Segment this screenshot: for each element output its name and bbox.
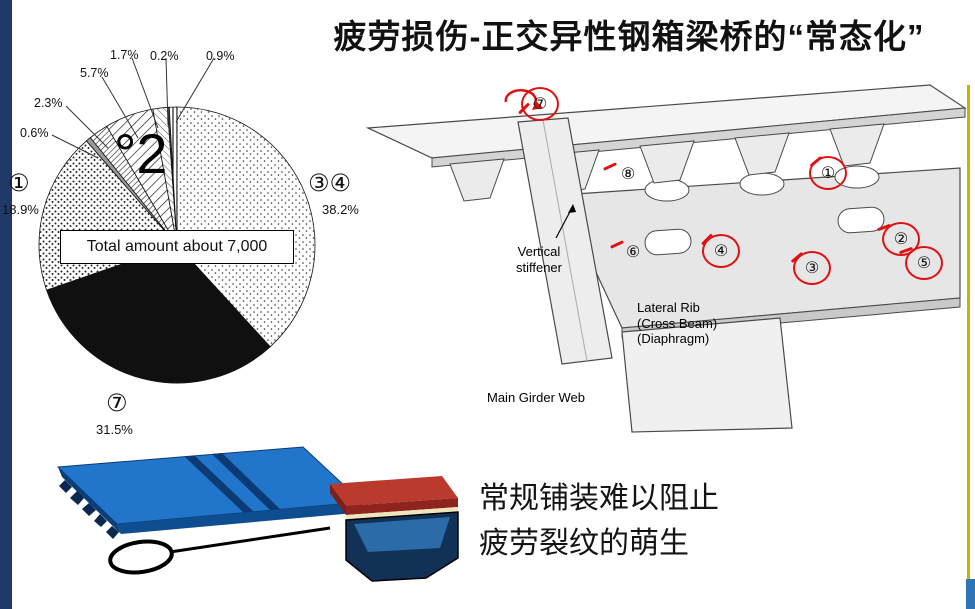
pie-slice-8 [168, 106, 178, 246]
u-rib [829, 123, 885, 167]
model-rib-tooth [59, 480, 72, 493]
pie-pct-3-4: 38.2% [322, 202, 359, 217]
pie-pct-2-3: 2.3% [34, 96, 63, 110]
lateral-rib-label-line3: (Diaphragm) [637, 331, 710, 347]
handhole [644, 228, 692, 256]
vertical-stiffener-label: Vertical stiffener [515, 244, 562, 275]
caption: 常规铺装难以阻止 疲劳裂纹的萌生 [479, 476, 719, 566]
rib-cutout [834, 165, 880, 189]
pie-svg [38, 57, 316, 384]
right-bottom-accent [966, 579, 975, 609]
bridge-deck-model [56, 446, 459, 582]
pie-slice-0 [176, 106, 316, 348]
pie-pct-0-6: 0.6% [20, 126, 49, 140]
stiffener-fold-line [542, 119, 588, 362]
main-girder-web-plate [621, 317, 793, 433]
model-rib-tooth [106, 526, 119, 539]
caption-line-2: 疲劳裂纹的萌生 [479, 527, 689, 560]
label-arrow-head [568, 204, 576, 213]
pie-pct-1: 18.9% [2, 202, 39, 217]
model-deck-front-face [117, 502, 366, 534]
model-deck-band [185, 456, 254, 513]
detail-pavement-front [346, 498, 458, 515]
right-accent-line [967, 85, 970, 579]
u-rib [449, 158, 505, 202]
detail-bond-layer [346, 507, 458, 520]
model-rib-tooth [82, 503, 96, 516]
pie-total-box: Total amount about 7,000 [60, 230, 294, 264]
main-girder-web-label: Main Girder Web [487, 390, 586, 405]
pie-pct-1-7: 1.7% [110, 48, 139, 62]
page-title: 疲劳损伤-正交异性钢箱梁桥的“常态化” [333, 18, 925, 55]
rib-cutout [739, 172, 785, 196]
model-deck-band [212, 453, 281, 511]
detail-pavement-top [330, 476, 458, 506]
model-rib-tooth [94, 514, 107, 527]
pie-label-7: ⑦ [106, 390, 128, 417]
red-rotation-arrowhead [532, 101, 543, 110]
pie-leader-lines [51, 57, 215, 159]
red-rotation-arrow [504, 89, 537, 106]
fatigue-crack-pie-chart: ① 18.9% ③④ 38.2% ⑦ 31.5% 0.6% 2.3% 5.7% … [0, 30, 359, 450]
pie-label-1: ① [8, 170, 30, 197]
u-rib [639, 140, 695, 184]
detail-pavement-side [330, 484, 346, 515]
handhole [837, 206, 885, 234]
pie-pct-0-2: 0.2% [150, 49, 179, 63]
left-accent-bar [0, 0, 12, 609]
zoom-ellipse [108, 539, 174, 575]
model-rib-tooth [70, 491, 84, 505]
pie-slice-1 [46, 244, 271, 384]
model-deck-left-face [58, 467, 121, 534]
orthotropic-deck-diagram [365, 84, 967, 433]
zoom-callout-line [169, 526, 331, 554]
lateral-rib-label: Lateral Rib (Cross Beam) (Diaphragm) [637, 300, 717, 347]
pie-pct-7: 31.5% [96, 422, 133, 437]
lateral-rib-label-line1: Lateral Rib [637, 300, 700, 315]
pie-total-label: Total amount about 7,000 [86, 238, 268, 255]
pie-pct-0-9: 0.9% [206, 49, 235, 63]
detail-box-girder-inner [354, 517, 450, 552]
lateral-rib-label-line2: (Cross Beam) [637, 315, 718, 331]
rib-cutout [644, 178, 690, 202]
pie-overlay-label-2: °2 [114, 122, 168, 185]
pie-label-3-4: ③④ [308, 170, 352, 197]
pie-pct-5-7: 5.7% [80, 66, 109, 80]
u-rib [734, 132, 790, 176]
caption-line-1: 常规铺装难以阻止 [479, 482, 719, 515]
